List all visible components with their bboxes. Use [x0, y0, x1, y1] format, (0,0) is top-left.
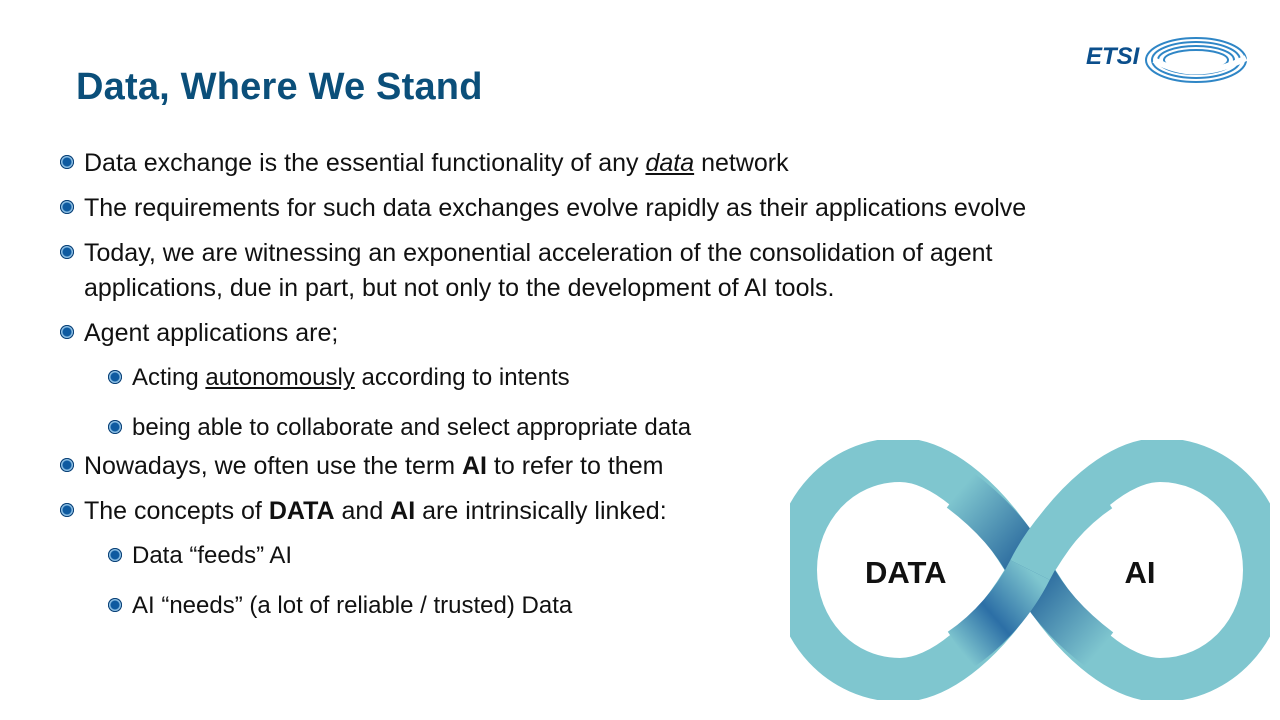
bullet-text-part: autonomously [205, 364, 355, 391]
bullet-item: The requirements for such data exchanges… [60, 191, 1160, 226]
bullet-icon [60, 200, 74, 214]
bullet-text-part: AI [461, 452, 487, 480]
bullet-text-part: to refer to them [486, 452, 664, 480]
bullet-text-part: AI “needs” (a lot of reliable / trusted)… [132, 592, 573, 619]
bullet-text-part: Data “feeds” AI [132, 542, 293, 569]
infinity-svg [772, 437, 1280, 703]
infinity-cross-c [1010, 471, 1113, 581]
infinity-left-loop [772, 437, 1050, 703]
bullet-text-part: data [645, 149, 695, 177]
bullet-item: Acting autonomously according to intents [108, 361, 1160, 395]
bullet-text: Data exchange is the essential functiona… [84, 146, 789, 181]
bullet-icon [60, 458, 74, 472]
bullet-text: AI “needs” (a lot of reliable / trusted)… [132, 589, 572, 623]
bullet-text: The concepts of DATA and AI are intrinsi… [84, 494, 667, 529]
bullet-icon [108, 420, 122, 434]
bullet-text-part: network [694, 149, 789, 177]
bullet-text-part: are intrinsically linked: [415, 497, 667, 525]
bullet-text: Agent applications are; [84, 316, 338, 351]
bullet-item: The concepts of DATA and AI are intrinsi… [60, 494, 1160, 529]
etsi-logo: ETSI [1084, 37, 1248, 83]
etsi-logo-text: ETSI [1086, 43, 1141, 70]
bullet-item: Agent applications are; [60, 316, 1160, 351]
bullet-item: Nowadays, we often use the term AI to re… [60, 449, 1160, 484]
bullet-icon [60, 155, 74, 169]
bullet-item: AI “needs” (a lot of reliable / trusted)… [108, 589, 1160, 623]
infinity-label-data: DATA [865, 555, 947, 590]
bullet-text-part: and [334, 497, 391, 525]
bullet-icon [108, 370, 122, 384]
infinity-right-loop [1010, 437, 1280, 703]
infinity-label-ai: AI [1124, 555, 1156, 590]
bullet-text-part: Acting [132, 364, 206, 391]
bullet-text-part: being able to collaborate and select app… [132, 414, 692, 441]
bullet-text: Nowadays, we often use the term AI to re… [84, 449, 663, 484]
bullet-icon [60, 325, 74, 339]
bullet-icon [60, 245, 74, 259]
bullet-text: Today, we are witnessing an exponential … [84, 236, 1074, 306]
bullet-text-part: according to intents [354, 364, 570, 391]
bullet-text: Acting autonomously according to intents [132, 361, 570, 395]
bullet-item: Today, we are witnessing an exponential … [60, 236, 1160, 306]
bullet-text-part: AI [390, 497, 416, 525]
bullet-text-part: The concepts of [84, 497, 269, 525]
bullet-icon [108, 598, 122, 612]
bullet-text-part: The requirements for such data exchanges… [84, 194, 1027, 222]
bullet-icon [108, 548, 122, 562]
slide-title: Data, Where We Stand [76, 66, 483, 108]
bullet-text-part: Nowadays, we often use the term [84, 452, 462, 480]
infinity-graphic: DATA AI [772, 437, 1280, 703]
infinity-cross-b [947, 559, 1050, 669]
bullet-item: Data exchange is the essential functiona… [60, 146, 1160, 181]
bullet-text-part: Today, we are witnessing an exponential … [84, 239, 993, 302]
bullet-text-part: Data exchange is the essential functiona… [84, 149, 646, 177]
bullet-text-part: Agent applications are; [84, 319, 339, 347]
bullet-item: Data “feeds” AI [108, 539, 1160, 573]
bullet-item: being able to collaborate and select app… [108, 411, 1160, 445]
bullet-text: Data “feeds” AI [132, 539, 292, 573]
bullet-icon [60, 503, 74, 517]
bullet-text-part: DATA [268, 497, 335, 525]
bullet-text: being able to collaborate and select app… [132, 411, 691, 445]
bullet-list: Data exchange is the essential functiona… [60, 146, 1160, 623]
bullet-text: The requirements for such data exchanges… [84, 191, 1026, 226]
